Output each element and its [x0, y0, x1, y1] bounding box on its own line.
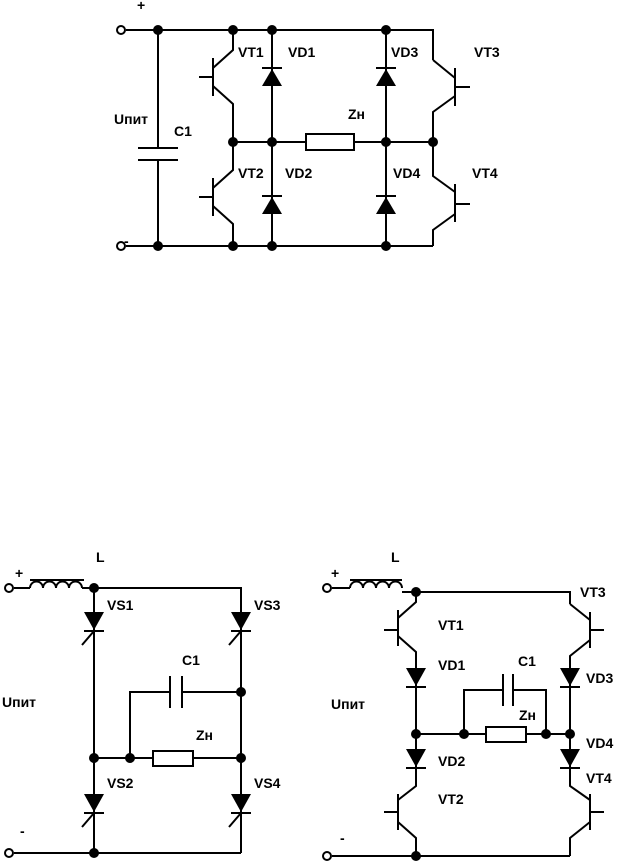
bottom-right-circuit: + - L VT3 VT1 C1 VD1 VD3 Uпит Zн VD4 VD2… — [322, 549, 613, 861]
br-vd2-symbol — [406, 749, 426, 767]
br-vd3-symbol — [560, 668, 580, 686]
br-c1-label: C1 — [518, 653, 536, 669]
br-inductor-label: L — [391, 549, 400, 565]
bl-vs3-label: VS3 — [254, 597, 281, 613]
br-minus-label: - — [340, 830, 345, 846]
br-vt3-label: VT3 — [580, 584, 606, 600]
br-vd4-label: VD4 — [586, 735, 613, 751]
br-vt2-label: VT2 — [438, 791, 464, 807]
bl-vs2-label: VS2 — [107, 775, 134, 791]
top-vt2-label: VT2 — [238, 165, 264, 181]
bl-c1-label: C1 — [182, 652, 200, 668]
bl-thyristors — [81, 612, 251, 828]
top-vd1-label: VD1 — [288, 44, 315, 60]
br-vd2-label: VD2 — [438, 753, 465, 769]
br-wires — [332, 579, 604, 857]
bl-vs4-label: VS4 — [254, 775, 281, 791]
bl-labels: + - L VS1 VS3 C1 Uпит Zн VS2 VS4 — [2, 549, 281, 839]
br-supply-label: Uпит — [331, 696, 365, 712]
vs2-symbol — [81, 794, 104, 828]
top-labels: + - Uпит C1 VT1 VD1 VD3 VT3 Zн VT2 VD2 V… — [114, 0, 500, 249]
minus-terminal — [116, 241, 126, 251]
bl-wires — [14, 579, 242, 854]
bl-terminals — [4, 583, 14, 858]
top-vt4-label: VT4 — [472, 165, 498, 181]
br-vt1-label: VT1 — [438, 617, 464, 633]
top-circuit: + - Uпит C1 VT1 VD1 VD3 VT3 Zн VT2 VD2 V… — [114, 0, 500, 251]
top-minus-label: - — [124, 233, 129, 249]
vd2-symbol — [262, 197, 282, 214]
vd3-symbol — [376, 69, 396, 86]
br-terminals — [322, 583, 332, 861]
top-c1-label: C1 — [174, 123, 192, 139]
bl-inductor-coil — [29, 580, 83, 589]
vs1-symbol — [81, 612, 104, 646]
br-vd1-label: VD1 — [438, 657, 465, 673]
top-vd2-label: VD2 — [285, 165, 312, 181]
br-labels: + - L VT3 VT1 C1 VD1 VD3 Uпит Zн VD4 VD2… — [331, 549, 613, 846]
top-plus-label: + — [137, 0, 145, 13]
br-plus-label: + — [331, 565, 339, 581]
top-terminals — [116, 25, 126, 251]
br-vd3-label: VD3 — [586, 670, 613, 686]
br-vt4-label: VT4 — [586, 770, 612, 786]
bl-junctions — [89, 583, 246, 858]
vd4-symbol — [376, 197, 396, 214]
vd1-symbol — [262, 69, 282, 86]
top-load-label: Zн — [348, 106, 365, 122]
br-junctions — [411, 587, 575, 861]
top-vt1-label: VT1 — [238, 44, 264, 60]
top-junctions — [153, 25, 438, 251]
vs4-symbol — [228, 794, 251, 828]
top-vd4-label: VD4 — [393, 165, 420, 181]
top-vt3-label: VT3 — [474, 44, 500, 60]
bl-load-label: Zн — [196, 727, 213, 743]
bl-plus-label: + — [15, 565, 23, 581]
br-vd4-symbol — [560, 749, 580, 767]
br-vd1-symbol — [406, 668, 426, 686]
bl-supply-label: Uпит — [2, 694, 36, 710]
bl-vs1-label: VS1 — [107, 597, 134, 613]
vs3-symbol — [228, 612, 251, 646]
bl-inductor-label: L — [96, 549, 105, 565]
br-diodes — [406, 668, 580, 769]
plus-terminal — [116, 25, 126, 35]
top-vd3-label: VD3 — [391, 44, 418, 60]
top-diodes — [262, 67, 396, 214]
bl-minus-label: - — [20, 823, 25, 839]
br-load-label: Zн — [519, 707, 536, 723]
top-supply-label: Uпит — [114, 111, 148, 127]
bottom-left-circuit: + - L VS1 VS3 C1 Uпит Zн VS2 VS4 — [2, 549, 281, 858]
